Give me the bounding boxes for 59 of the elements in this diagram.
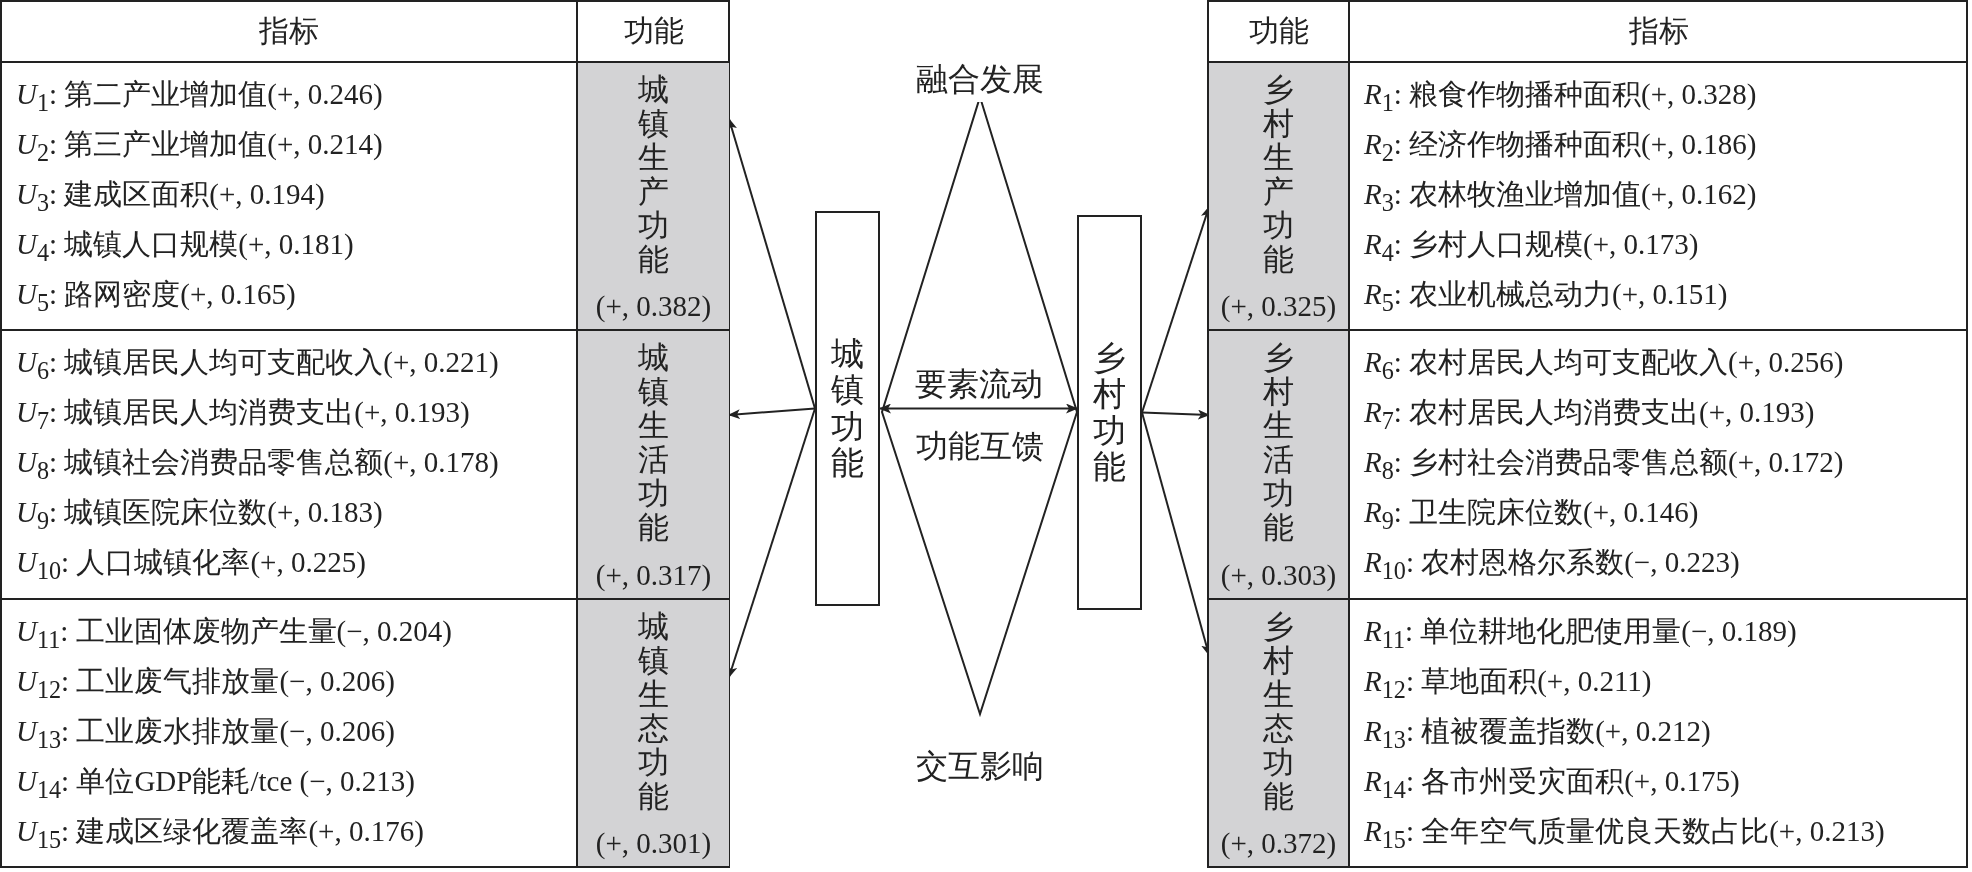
indicator-text: U$_{5}$: 路网密度(+, 0.165) [16,277,296,318]
indicator-text: R$_{4}$: 乡村人口规模(+, 0.173) [1364,227,1699,268]
function-cell [578,63,729,329]
function-cell [578,331,729,598]
weight-text: (+, 0.372) [1220,827,1337,860]
function-name: 乡村生态功能 [1263,610,1294,815]
weight-text: (+, 0.325) [1220,290,1337,323]
function-cell [578,600,729,866]
function-cell [1209,63,1348,329]
function-name: 城镇生产功能 [638,73,669,278]
indicator-text: R$_{8}$: 乡村社会消费品零售总额(+, 0.172) [1364,445,1844,486]
indicator-text: U$_{13}$: 工业废水排放量(−, 0.206) [16,714,395,755]
arrow [728,407,816,420]
function-name: 城镇功能 [831,335,864,482]
indicator-text: U$_{12}$: 工业废气排放量(−, 0.206) [16,664,395,705]
indicator-text: R$_{12}$: 草地面积(+, 0.211) [1364,664,1652,705]
indicator-text: R$_{7}$: 农村居民人均消费支出(+, 0.193) [1364,395,1815,436]
indicator-text: R$_{6}$: 农村居民人均可支配收入(+, 0.256) [1364,345,1844,386]
function-cell [1209,331,1348,598]
function-name: 乡村功能 [1093,339,1126,486]
weight-text: (+, 0.301) [595,827,712,860]
column-header: 指标 [1627,13,1690,49]
function-name: 城镇生活功能 [638,341,669,546]
indicator-text: U$_{3}$: 建成区面积(+, 0.194) [16,177,325,218]
indicator-text: R$_{11}$: 单位耕地化肥使用量(−, 0.189) [1364,614,1797,655]
indicator-text: R$_{15}$: 全年空气质量优良天数占比(+, 0.213) [1364,814,1885,855]
function-box [1077,215,1142,610]
indicator-text: U$_{1}$: 第二产业增加值(+, 0.246) [16,77,383,118]
column-header: 指标 [257,13,320,49]
indicator-text: R$_{2}$: 经济作物播种面积(+, 0.186) [1364,127,1757,168]
indicator-text: U$_{9}$: 城镇医院床位数(+, 0.183) [16,495,383,536]
function-name: 城镇生态功能 [638,610,669,815]
indicator-text: U$_{4}$: 城镇人口规模(+, 0.181) [16,227,354,268]
indicator-text: R$_{5}$: 农业机械总动力(+, 0.151) [1364,277,1728,318]
indicator-text: R$_{1}$: 粮食作物播种面积(+, 0.328) [1364,77,1757,118]
weight-text: (+, 0.303) [1220,559,1337,592]
indicator-text: U$_{14}$: 单位GDP能耗/tce (−, 0.213) [16,764,415,805]
indicator-text: R$_{9}$: 卫生院床位数(+, 0.146) [1364,495,1699,536]
indicator-text: U$_{2}$: 第三产业增加值(+, 0.214) [16,127,383,168]
indicator-text: U$_{6}$: 城镇居民人均可支配收入(+, 0.221) [16,345,499,386]
indicator-text: U$_{7}$: 城镇居民人均消费支出(+, 0.193) [16,395,470,436]
arrow [879,403,1078,414]
function-cell [1209,600,1348,866]
weight-text: (+, 0.382) [595,290,712,323]
function-box [815,211,880,606]
indicator-text: U$_{10}$: 人口城镇化率(+, 0.225) [16,545,366,586]
column-header: 功能 [1247,13,1310,49]
column-header: 功能 [622,13,685,49]
indicator-text: U$_{8}$: 城镇社会消费品零售总额(+, 0.178) [16,445,499,486]
indicator-text: R$_{14}$: 各市州受灾面积(+, 0.175) [1364,764,1740,805]
indicator-text: U$_{15}$: 建成区绿化覆盖率(+, 0.176) [16,814,424,855]
weight-text: (+, 0.317) [595,559,712,592]
indicator-text: U$_{11}$: 工业固体废物产生量(−, 0.204) [16,614,452,655]
indicator-text: R$_{10}$: 农村恩格尔系数(−, 0.223) [1364,545,1740,586]
indicator-text: R$_{13}$: 植被覆盖指数(+, 0.212) [1364,714,1711,755]
function-name: 乡村生产功能 [1263,73,1294,278]
indicator-text: R$_{3}$: 农林牧渔业增加值(+, 0.162) [1364,177,1757,218]
function-name: 乡村生活功能 [1263,341,1294,546]
arrow [1141,409,1210,420]
